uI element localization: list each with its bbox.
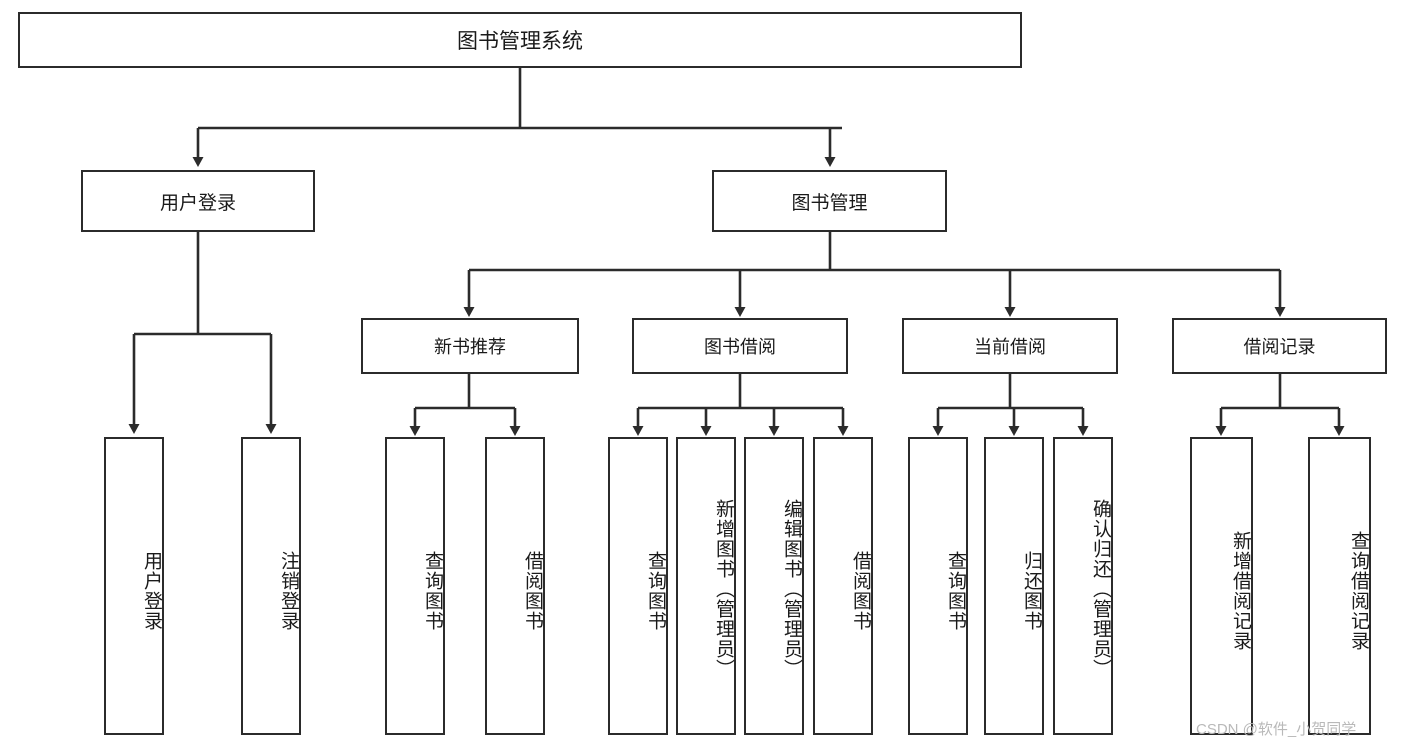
node-label: 查询借阅记录 xyxy=(1348,531,1369,651)
node-borrow-record[interactable]: 借阅记录 xyxy=(1172,318,1387,374)
node-label: 新增图书（管理员） xyxy=(713,499,734,679)
edges-root-to-tier2 xyxy=(192,68,842,167)
node-book-management[interactable]: 图书管理 xyxy=(712,170,947,232)
leaf-add-borrow-record[interactable]: 新增借阅记录 xyxy=(1190,437,1253,735)
leaf-query-borrow-record[interactable]: 查询借阅记录 xyxy=(1308,437,1371,735)
node-label: 借阅记录 xyxy=(1243,337,1316,357)
node-label: 当前借阅 xyxy=(974,337,1046,357)
leaf-borrow-book[interactable]: 借阅图书 xyxy=(813,437,873,735)
node-label: 查询图书 xyxy=(945,551,966,631)
leaf-return-book[interactable]: 归还图书 xyxy=(984,437,1044,735)
leaf-add-book-admin[interactable]: 新增图书（管理员） xyxy=(676,437,736,735)
leaf-user-login[interactable]: 用户登录 xyxy=(104,437,164,735)
node-label: 借阅图书 xyxy=(850,551,871,631)
node-label: 图书管理 xyxy=(791,192,868,214)
leaf-confirm-return-admin[interactable]: 确认归还（管理员） xyxy=(1053,437,1113,735)
leaf-borrow-book-newbook[interactable]: 借阅图书 xyxy=(485,437,545,735)
edges-current-to-leaves xyxy=(932,374,1089,436)
node-new-book-recommend[interactable]: 新书推荐 xyxy=(361,318,579,374)
node-label: 新增借阅记录 xyxy=(1230,531,1251,651)
leaf-edit-book-admin[interactable]: 编辑图书（管理员） xyxy=(744,437,804,735)
node-label: 注销登录 xyxy=(278,551,299,631)
node-label: 图书借阅 xyxy=(704,337,776,357)
node-label: 用户登录 xyxy=(141,551,162,631)
node-label: 图书管理系统 xyxy=(457,30,583,53)
node-user-login[interactable]: 用户登录 xyxy=(81,170,315,232)
node-label: 查询图书 xyxy=(422,551,443,631)
leaf-query-book-current[interactable]: 查询图书 xyxy=(908,437,968,735)
edges-record-to-leaves xyxy=(1215,374,1345,436)
edges-userlogin-to-leaves xyxy=(128,232,277,434)
edges-borrow-to-leaves xyxy=(632,374,849,436)
node-book-borrow[interactable]: 图书借阅 xyxy=(632,318,848,374)
node-label: 编辑图书（管理员） xyxy=(781,499,802,679)
edges-newbook-to-leaves xyxy=(409,374,521,436)
csdn-watermark: CSDN @软件_小贺同学 xyxy=(1196,721,1357,738)
leaf-query-book-borrow[interactable]: 查询图书 xyxy=(608,437,668,735)
node-current-borrow[interactable]: 当前借阅 xyxy=(902,318,1118,374)
node-label: 用户登录 xyxy=(159,192,236,214)
edges-bookmgmt-to-tier3 xyxy=(463,232,1286,317)
node-root-book-management-system[interactable]: 图书管理系统 xyxy=(18,12,1022,68)
node-label: 借阅图书 xyxy=(522,551,543,631)
node-label: 新书推荐 xyxy=(434,337,506,357)
leaf-logout[interactable]: 注销登录 xyxy=(241,437,301,735)
node-label: 归还图书 xyxy=(1021,551,1042,631)
node-label: 确认归还（管理员） xyxy=(1090,499,1111,679)
node-label: 查询图书 xyxy=(645,551,666,631)
leaf-query-book-newbook[interactable]: 查询图书 xyxy=(385,437,445,735)
